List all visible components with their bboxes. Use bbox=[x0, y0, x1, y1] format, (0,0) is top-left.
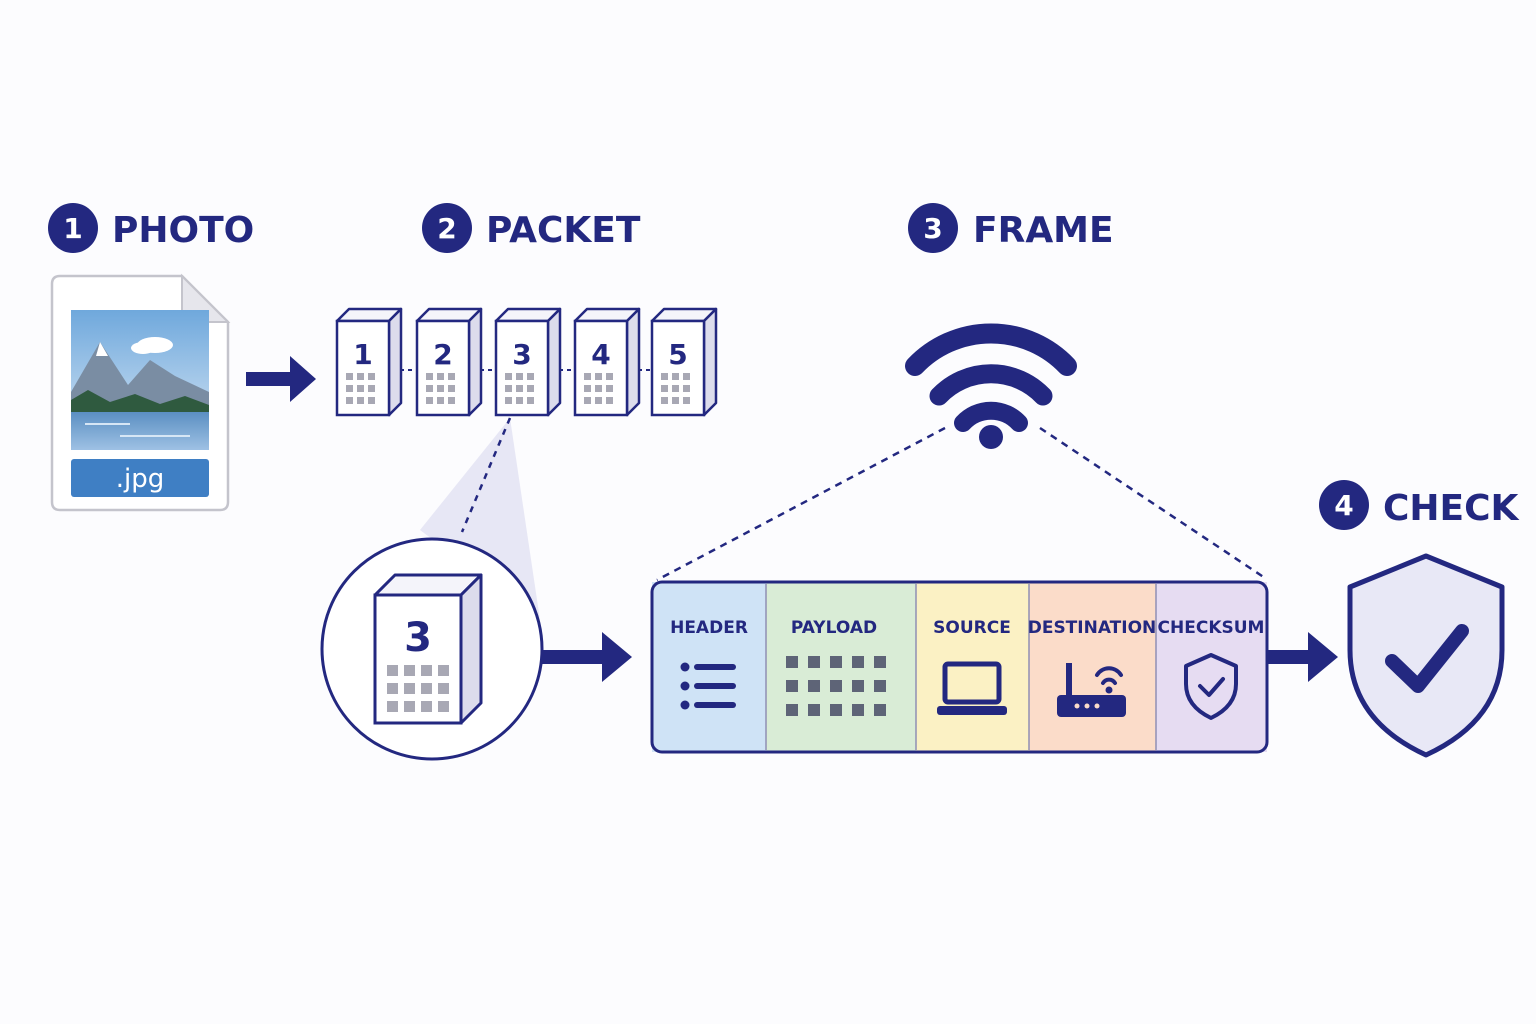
packet-4-number: 4 bbox=[591, 338, 610, 371]
step-1-label: PHOTO bbox=[112, 210, 254, 251]
step-3-heading: 3 FRAME bbox=[908, 203, 1114, 253]
list-icon bbox=[680, 662, 736, 710]
packet-1: 1 bbox=[335, 307, 403, 417]
check-shield-icon bbox=[1347, 553, 1505, 758]
step-3-badge bbox=[908, 203, 958, 253]
arrow-frame-to-check bbox=[1268, 632, 1338, 682]
step-4-number: 4 bbox=[1334, 489, 1353, 522]
shield-check-icon bbox=[1184, 653, 1238, 720]
segment-source bbox=[916, 582, 1029, 752]
packet-3: 3 bbox=[494, 307, 562, 417]
segment-checksum-label: CHECKSUM bbox=[1158, 618, 1265, 638]
step-3-number: 3 bbox=[923, 212, 942, 245]
zoom-callout: 3 bbox=[320, 417, 544, 761]
segment-payload-label: PAYLOAD bbox=[791, 618, 877, 638]
packet-2: 2 bbox=[415, 307, 483, 417]
zoomed-packet-number: 3 bbox=[404, 615, 432, 661]
zoomed-packet: 3 bbox=[373, 573, 483, 725]
packet-4: 4 bbox=[573, 307, 641, 417]
step-2-badge bbox=[422, 203, 472, 253]
checkmark-icon bbox=[1385, 624, 1469, 693]
step-1-heading: 1 PHOTO bbox=[48, 203, 254, 253]
step-1-badge bbox=[48, 203, 98, 253]
step-2-heading: 2 PACKET bbox=[422, 203, 641, 253]
step-4-badge bbox=[1319, 480, 1369, 530]
packet-5: 5 bbox=[650, 307, 718, 417]
frame: HEADER PAYLOAD SOURCE DESTINATION CHECKS… bbox=[650, 580, 1269, 754]
wifi-icon bbox=[905, 323, 1077, 449]
segment-destination-label: DESTINATION bbox=[1028, 618, 1157, 638]
laptop-icon bbox=[937, 661, 1007, 715]
segment-checksum bbox=[1156, 582, 1267, 752]
step-3-label: FRAME bbox=[973, 210, 1114, 251]
wifi-frame-dashed-lines bbox=[656, 426, 1266, 582]
packet-3-number: 3 bbox=[512, 338, 531, 371]
segment-source-label: SOURCE bbox=[933, 618, 1011, 638]
step-1-number: 1 bbox=[63, 212, 82, 245]
landscape-image bbox=[71, 310, 209, 450]
segment-destination bbox=[1029, 582, 1156, 752]
step-2-label: PACKET bbox=[486, 210, 641, 251]
packet-chain: 1 2 3 4 5 bbox=[335, 307, 718, 417]
segment-header-label: HEADER bbox=[670, 618, 748, 638]
frame-border bbox=[650, 580, 1269, 754]
photo-file-icon: .jpg bbox=[50, 273, 231, 512]
arrow-packet-to-frame bbox=[542, 632, 632, 682]
packet-5-number: 5 bbox=[668, 338, 687, 371]
router-icon bbox=[1057, 663, 1126, 717]
step-2-number: 2 bbox=[437, 212, 456, 245]
arrow-photo-to-packets bbox=[246, 356, 316, 402]
packet-2-number: 2 bbox=[433, 338, 452, 371]
packet-1-number: 1 bbox=[353, 338, 372, 371]
step-4-heading: 4 CHECK bbox=[1319, 480, 1520, 530]
file-extension-label: .jpg bbox=[116, 464, 165, 494]
step-4-label: CHECK bbox=[1383, 488, 1520, 529]
file-extension-tag bbox=[71, 459, 209, 497]
grid-icon bbox=[786, 656, 886, 716]
